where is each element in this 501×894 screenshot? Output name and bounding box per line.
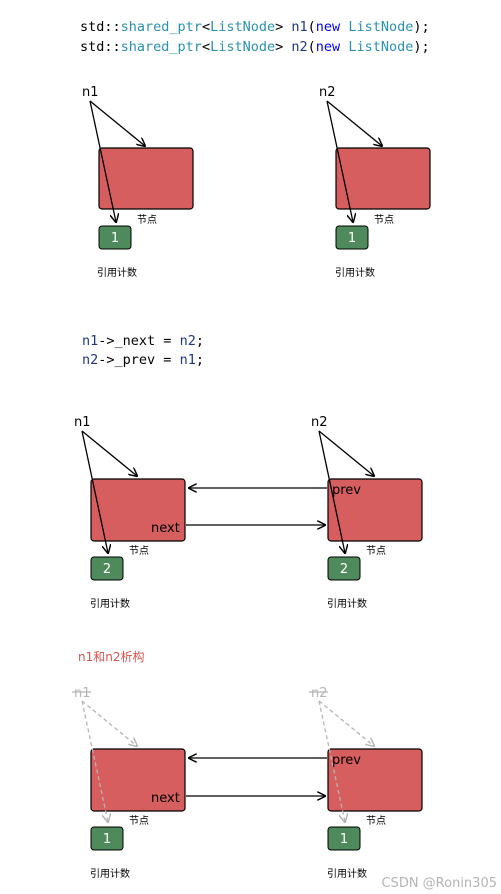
- pointer-label: n1: [74, 415, 91, 430]
- code-token: ListNode: [210, 39, 275, 55]
- code-token: n1: [82, 333, 98, 349]
- next-field-label: next: [151, 521, 180, 536]
- code-token: n2: [291, 39, 307, 55]
- ref-count-box: [90, 556, 124, 581]
- code-token: n2: [82, 352, 98, 368]
- section-1-left: n1 节点 1 引用计数: [82, 85, 194, 279]
- code-token: =: [155, 333, 179, 349]
- ref-count-box: [327, 826, 361, 851]
- list-node: [327, 748, 423, 812]
- ref-count-value: 1: [340, 832, 348, 847]
- prev-field-label: prev: [332, 483, 361, 498]
- code-token: (: [308, 19, 316, 35]
- node-label: 节点: [374, 214, 394, 226]
- code-token: shared_ptr: [121, 39, 202, 55]
- code-token: ;: [196, 333, 204, 349]
- pointer-to-count-arrow: [326, 100, 353, 222]
- prev-field-label: prev: [332, 753, 361, 768]
- ref-count-label: 引用计数: [90, 867, 130, 880]
- node-label: 节点: [366, 545, 386, 557]
- pointer-to-node-arrow: [81, 430, 137, 476]
- next-field-label: next: [151, 791, 180, 806]
- pointer-to-count-arrow: [89, 100, 116, 222]
- code-token: >: [275, 19, 283, 35]
- pointer-to-node-arrow: [318, 430, 374, 476]
- pointer-label: n1: [82, 85, 99, 100]
- code-token: ;: [196, 352, 204, 368]
- code-token: ::: [104, 19, 120, 35]
- code-token: _next: [115, 333, 156, 349]
- code-token: <: [202, 39, 210, 55]
- code-token: );: [413, 39, 429, 55]
- node-label: 节点: [366, 815, 386, 827]
- node-label: 节点: [129, 815, 149, 827]
- ref-count-label: 引用计数: [97, 266, 137, 279]
- code-token: <: [202, 19, 210, 35]
- code-token: ListNode: [210, 19, 275, 35]
- section-3-left: n1 next 节点 1 引用计数: [72, 686, 186, 880]
- pointer-to-count-arrow: [318, 430, 345, 553]
- code-token: ListNode: [348, 19, 413, 35]
- list-node: [98, 147, 194, 210]
- section-2-right: n2 prev 节点 2 引用计数: [311, 415, 423, 610]
- code-line-2: std::shared_ptr<ListNode> n2(new ListNod…: [80, 39, 430, 55]
- code-token: ->: [98, 352, 114, 368]
- code-line-1: std::shared_ptr<ListNode> n1(new ListNod…: [80, 19, 430, 35]
- section-1-right: n2 节点 1 引用计数: [319, 85, 431, 279]
- code-token: ->: [98, 333, 114, 349]
- ref-count-label: 引用计数: [335, 266, 375, 279]
- code-token: n2: [180, 333, 196, 349]
- code-token: _prev: [115, 352, 156, 368]
- ref-count-value: 1: [103, 832, 111, 847]
- pointer-label-destroyed: n2: [311, 686, 328, 701]
- ref-count-value: 2: [340, 562, 348, 577]
- ref-count-value: 2: [103, 562, 111, 577]
- code-token: n1: [180, 352, 196, 368]
- section-2-left: n1 next 节点 2 引用计数: [74, 415, 186, 610]
- watermark: CSDN @Ronin305: [381, 876, 497, 891]
- code-token: ListNode: [348, 39, 413, 55]
- code-token: (: [308, 39, 316, 55]
- code-token: ::: [104, 39, 120, 55]
- ref-count-value: 1: [348, 231, 356, 246]
- ref-count-box: [335, 225, 369, 250]
- list-node: [90, 478, 186, 542]
- list-node: [327, 478, 423, 542]
- code-token: new: [316, 19, 341, 35]
- ref-count-box: [327, 556, 361, 581]
- pointer-label: n2: [311, 415, 328, 430]
- code-token: new: [316, 39, 341, 55]
- node-label: 节点: [129, 545, 149, 557]
- code-block-declarations: std::shared_ptr<ListNode> n1(new ListNod…: [80, 19, 430, 55]
- list-node: [90, 748, 186, 812]
- code-line-prev: n2->_prev = n1;: [82, 352, 204, 368]
- pointer-to-node-arrow: [326, 100, 382, 146]
- section-title: n1和n2析构: [78, 649, 144, 664]
- pointer-to-count-arrow: [81, 430, 108, 553]
- dangling-pointer-arrow: [318, 700, 374, 746]
- ref-count-label: 引用计数: [327, 867, 367, 880]
- ref-count-value: 1: [111, 231, 119, 246]
- code-block-links: n1->_next = n2; n2->_prev = n1;: [82, 333, 204, 368]
- code-token: shared_ptr: [121, 19, 202, 35]
- code-token: n1: [291, 19, 307, 35]
- dangling-pointer-arrow: [81, 700, 137, 746]
- section-3-right: n2 prev 节点 1 引用计数: [309, 686, 423, 880]
- list-node: [335, 147, 431, 210]
- node-label: 节点: [137, 214, 157, 226]
- pointer-label: n2: [319, 85, 336, 100]
- code-token: >: [275, 39, 283, 55]
- pointer-label-destroyed: n1: [74, 686, 91, 701]
- code-token: =: [155, 352, 179, 368]
- pointer-to-node-arrow: [89, 100, 145, 146]
- ref-count-box: [98, 225, 132, 250]
- ref-count-box: [90, 826, 124, 851]
- code-token: std: [80, 19, 104, 35]
- code-token: std: [80, 39, 104, 55]
- code-line-next: n1->_next = n2;: [82, 333, 204, 349]
- ref-count-label: 引用计数: [327, 597, 367, 610]
- ref-count-label: 引用计数: [90, 597, 130, 610]
- code-token: );: [413, 19, 429, 35]
